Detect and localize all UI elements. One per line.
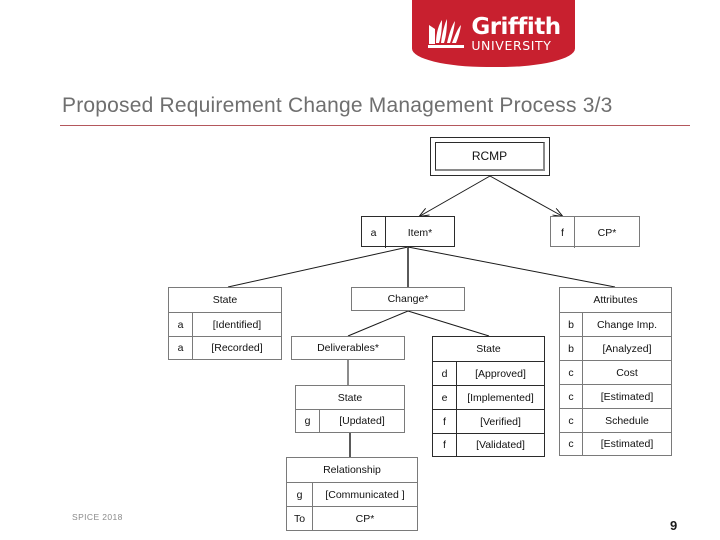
row-value: [Identified] bbox=[212, 318, 262, 331]
row-key: f bbox=[433, 410, 457, 433]
row-key: c bbox=[560, 361, 583, 384]
griffith-book-flame-logo-icon bbox=[428, 19, 465, 48]
table-row: g [Communicated ] bbox=[287, 482, 417, 506]
row-key: b bbox=[560, 337, 583, 360]
row-key: b bbox=[560, 313, 583, 336]
title-divider bbox=[60, 125, 690, 126]
row-key: a bbox=[169, 313, 193, 336]
edge-rcmp-cp bbox=[489, 175, 562, 216]
row-key: g bbox=[287, 483, 313, 506]
row-value: [Implemented] bbox=[467, 391, 534, 404]
row-value: CP* bbox=[355, 512, 375, 525]
row-value: [Estimated] bbox=[600, 390, 654, 403]
node-state-right[interactable]: State d [Approved] e [Implemented] f [Ve… bbox=[432, 336, 545, 457]
table-row: a Item* bbox=[362, 217, 454, 248]
table-row: c Cost bbox=[560, 360, 671, 384]
node-state-deliverables[interactable]: State g [Updated] bbox=[295, 385, 405, 433]
node-rcmp-label: RCMP bbox=[435, 142, 545, 171]
row-key: c bbox=[560, 433, 583, 455]
row-key: e bbox=[433, 386, 457, 409]
griffith-university-logo: Griffith UNIVERSITY bbox=[412, 0, 575, 67]
table-row: f CP* bbox=[551, 217, 639, 248]
edge-change-deliverables bbox=[347, 310, 409, 337]
table-row: a [Recorded] bbox=[169, 336, 281, 359]
table-row: e [Implemented] bbox=[433, 385, 544, 409]
edge-item-state bbox=[227, 246, 409, 288]
row-value: [Communicated ] bbox=[325, 488, 405, 501]
edge-item-attributes bbox=[407, 246, 616, 288]
logo-wordmark: Griffith bbox=[471, 13, 561, 40]
node-header: Deliverables* bbox=[317, 342, 379, 354]
table-row: d [Approved] bbox=[433, 361, 544, 385]
table-row: b [Analyzed] bbox=[560, 336, 671, 360]
row-key: To bbox=[287, 507, 313, 530]
row-key: g bbox=[296, 410, 320, 432]
node-item[interactable]: a Item* bbox=[361, 216, 455, 248]
logo-subtext: UNIVERSITY bbox=[471, 37, 552, 53]
table-row: a [Identified] bbox=[169, 312, 281, 336]
page-title: Proposed Requirement Change Management P… bbox=[62, 94, 613, 117]
row-value: [Verified] bbox=[480, 415, 521, 428]
row-value: [Analyzed] bbox=[602, 342, 652, 355]
row-key: a bbox=[362, 217, 386, 248]
node-rcmp[interactable]: RCMP bbox=[430, 137, 550, 176]
node-deliverables[interactable]: Deliverables* bbox=[291, 336, 405, 360]
node-header: State bbox=[212, 294, 238, 306]
row-value: Schedule bbox=[605, 414, 649, 427]
edge-change-state bbox=[407, 310, 490, 337]
footer-conference-label: SPICE 2018 bbox=[72, 512, 123, 522]
row-key: f bbox=[433, 434, 457, 456]
node-state-left[interactable]: State a [Identified] a [Recorded] bbox=[168, 287, 282, 360]
row-key: c bbox=[560, 409, 583, 432]
row-value: Cost bbox=[616, 366, 638, 379]
node-header: State bbox=[337, 391, 363, 404]
table-row: f [Verified] bbox=[433, 409, 544, 433]
table-row: To CP* bbox=[287, 506, 417, 530]
node-header: Relationship bbox=[323, 464, 381, 476]
node-change[interactable]: Change* bbox=[351, 287, 465, 311]
row-value: [Recorded] bbox=[211, 342, 263, 354]
table-row: f [Validated] bbox=[433, 433, 544, 456]
table-row: g [Updated] bbox=[296, 409, 404, 432]
table-row: c [Estimated] bbox=[560, 432, 671, 455]
row-key: f bbox=[551, 217, 575, 248]
table-row: c Schedule bbox=[560, 408, 671, 432]
row-key: c bbox=[560, 385, 583, 408]
node-header: Attributes bbox=[593, 294, 638, 306]
row-value: Change Imp. bbox=[596, 318, 658, 331]
slide-page-number: 9 bbox=[670, 518, 678, 533]
row-key: d bbox=[433, 362, 457, 385]
row-value: Item* bbox=[407, 226, 433, 239]
row-value: [Validated] bbox=[476, 439, 525, 451]
row-value: [Updated] bbox=[339, 415, 385, 427]
node-header: Change* bbox=[387, 293, 429, 305]
node-relationship[interactable]: Relationship g [Communicated ] To CP* bbox=[286, 457, 418, 531]
edge-rcmp-item bbox=[420, 175, 491, 216]
node-header: State bbox=[476, 343, 501, 355]
table-row: c [Estimated] bbox=[560, 384, 671, 408]
row-value: [Approved] bbox=[475, 367, 526, 380]
row-value: CP* bbox=[597, 226, 617, 239]
row-key: a bbox=[169, 337, 193, 359]
row-value: [Estimated] bbox=[600, 438, 654, 450]
table-row: b Change Imp. bbox=[560, 312, 671, 336]
node-cp-top[interactable]: f CP* bbox=[550, 216, 640, 248]
node-attributes[interactable]: Attributes b Change Imp. b [Analyzed] c … bbox=[559, 287, 672, 456]
